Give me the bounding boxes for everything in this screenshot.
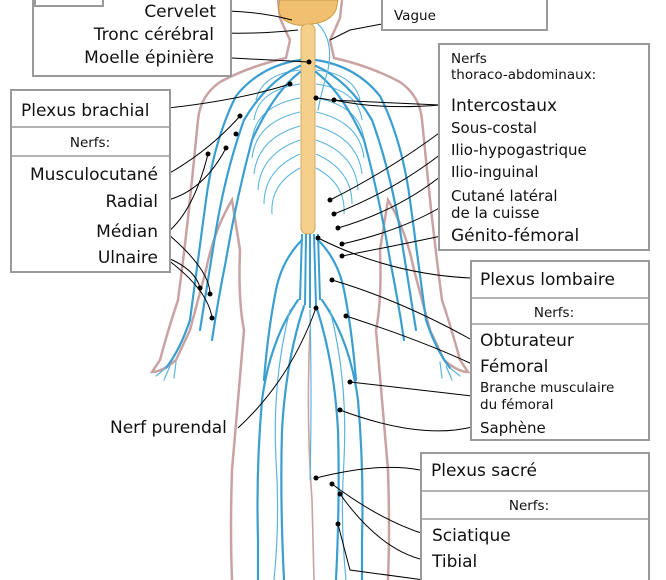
label-vague: Vague — [394, 8, 436, 24]
thoraco-box — [438, 43, 650, 251]
brain-box-inner — [34, 0, 104, 7]
brain — [278, 0, 339, 26]
spinal-cord — [300, 23, 316, 235]
label-nerfs-sacre: Nerfs: — [509, 498, 549, 514]
label-boxes — [10, 0, 650, 580]
label-saphene: Saphène — [480, 419, 546, 437]
brachial-box — [10, 89, 171, 273]
label-plexus-lombaire: Plexus lombaire — [480, 270, 615, 290]
rib-nerves — [251, 69, 365, 215]
label-moelle: Moelle épinière — [84, 48, 214, 68]
label-ilio-inguinal: Ilio-inguinal — [451, 163, 538, 181]
label-cutane-1: Cutané latéral — [451, 187, 558, 205]
body-outline — [149, 0, 471, 580]
anchor-dots — [197, 59, 353, 527]
label-nerfs-bras: Nerfs: — [70, 135, 110, 151]
label-intercostaux: Intercostaux — [451, 96, 557, 116]
label-nerfs-lombaire: Nerfs: — [534, 305, 574, 321]
label-radial: Radial — [105, 192, 158, 212]
nerve-network — [155, 23, 461, 580]
text-labels: Cervelet Tronc cérébral Moelle épinière … — [21, 2, 615, 572]
label-obturateur: Obturateur — [480, 331, 574, 351]
leg-divider — [307, 329, 315, 580]
label-tronc: Tronc cérébral — [93, 25, 214, 45]
label-tibial: Tibial — [431, 552, 477, 572]
label-ulnaire: Ulnaire — [98, 248, 158, 268]
label-plexus-sacre: Plexus sacré — [431, 461, 537, 481]
vagus-box — [381, 0, 548, 31]
sacral-box — [420, 452, 650, 580]
label-genito-femoral: Génito-fémoral — [451, 226, 579, 246]
label-plexus-brachial: Plexus brachial — [21, 101, 149, 121]
label-median: Médian — [96, 222, 158, 242]
cauda-equina — [299, 233, 321, 308]
label-cutane-2: de la cuisse — [451, 204, 539, 222]
lumbar-box — [470, 260, 650, 441]
brain-box — [32, 0, 232, 77]
label-sciatique: Sciatique — [432, 526, 511, 546]
label-branche-1: Branche musculaire — [480, 380, 614, 396]
label-cervelet: Cervelet — [144, 2, 216, 22]
label-thoraco-1: Nerfs — [451, 51, 487, 67]
label-pudendal: Nerf purendal — [110, 418, 227, 438]
body-figure — [149, 0, 471, 580]
label-musculocutane: Musculocutané — [30, 165, 158, 185]
label-branche-2: du fémoral — [480, 397, 553, 413]
label-ilio-hypogastrique: Ilio-hypogastrique — [451, 141, 587, 159]
label-femoral: Fémoral — [480, 357, 548, 377]
label-sous-costal: Sous-costal — [451, 119, 537, 137]
label-thoraco-2: thoraco-abdominaux: — [451, 67, 596, 83]
